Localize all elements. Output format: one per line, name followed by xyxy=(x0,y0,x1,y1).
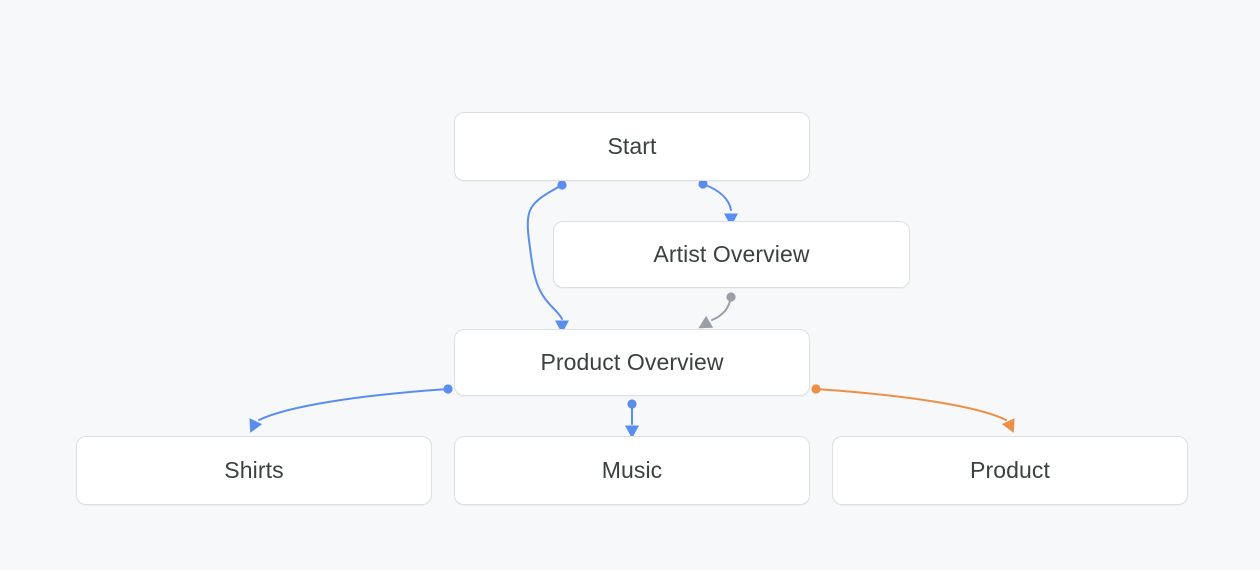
edge-source-dot[interactable] xyxy=(557,180,567,190)
node-label: Music xyxy=(601,457,663,483)
edge-source-dot[interactable] xyxy=(627,399,637,409)
node-start[interactable]: Start xyxy=(454,112,810,181)
edge-line xyxy=(815,388,1007,421)
node-shirts[interactable]: Shirts xyxy=(76,436,432,505)
node-product[interactable]: Product xyxy=(832,436,1188,505)
edge-product-overview-to-shirts[interactable] xyxy=(244,384,453,435)
node-label: Product Overview xyxy=(540,349,724,375)
edge-arrowhead xyxy=(1001,418,1015,433)
edge-line xyxy=(258,388,449,421)
node-label: Start xyxy=(607,133,657,159)
edge-arrowhead xyxy=(249,418,263,433)
node-product-overview[interactable]: Product Overview xyxy=(454,329,810,396)
edge-source-dot[interactable] xyxy=(726,292,736,302)
edge-source-dot[interactable] xyxy=(811,384,821,394)
edge-source-dot[interactable] xyxy=(443,384,453,394)
node-label: Shirts xyxy=(224,457,284,483)
edge-product-overview-to-music[interactable] xyxy=(625,399,639,439)
edge-start-to-artist-overview[interactable] xyxy=(698,179,738,227)
edge-product-overview-to-product[interactable] xyxy=(811,384,1020,435)
node-label: Product xyxy=(970,457,1050,483)
edge-line xyxy=(702,183,732,211)
edge-line xyxy=(711,296,732,321)
node-label: Artist Overview xyxy=(653,241,810,267)
node-artist-overview[interactable]: Artist Overview xyxy=(553,221,910,288)
node-music[interactable]: Music xyxy=(454,436,810,505)
